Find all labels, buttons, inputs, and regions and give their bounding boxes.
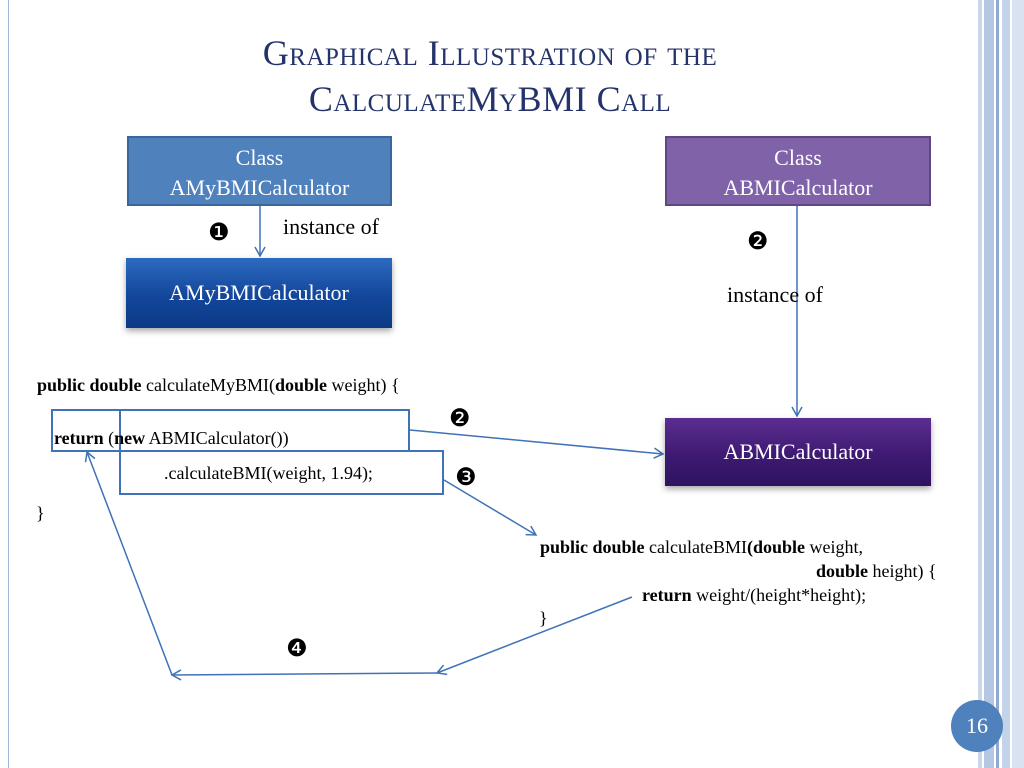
instance-abmicalculator-box: ABMICalculator <box>665 418 931 486</box>
code-text: calculateBMI <box>644 537 748 557</box>
code-text: calculateMyBMI( <box>141 375 275 395</box>
instance-of-label-left: instance of <box>283 214 379 239</box>
code-keyword: double <box>275 375 328 395</box>
code-text: ( <box>103 428 115 448</box>
code-keyword: return <box>54 428 104 448</box>
instance-of-label-right: instance of <box>727 282 823 307</box>
class-amy-line2: AMyBMICalculator <box>169 175 350 200</box>
class-abmi-line1: Class <box>774 145 822 170</box>
arrow-call-calculatebmi <box>443 479 538 536</box>
code-return-formula: return weight/(height*height); <box>642 584 866 606</box>
code-calculatebmi-call: .calculateBMI(weight, 1.94); <box>164 463 373 483</box>
code-text: height) { <box>868 561 937 581</box>
code-text: weight, <box>805 537 864 557</box>
call-highlight-box <box>119 450 444 495</box>
step-marker-3: ❸ <box>455 463 477 491</box>
code-text: ABMICalculator()) <box>145 428 289 448</box>
step-marker-1: ❶ <box>208 218 230 246</box>
code-height-param: double height) { <box>816 560 937 582</box>
class-amybmicalculator-box: Class AMyBMICalculator <box>127 136 392 206</box>
class-amy-line1: Class <box>235 145 284 170</box>
code-keyword: public double <box>540 537 645 557</box>
class-abmicalculator-box: Class ABMICalculator <box>665 136 931 206</box>
code-calculatebmi-signature: public double calculateBMI(double weight… <box>540 536 863 558</box>
code-return-line: return (new ABMICalculator()) <box>54 427 289 449</box>
arrow-return-back <box>435 596 633 676</box>
page-number-badge: 16 <box>951 700 1003 752</box>
code-keyword: return <box>642 585 692 605</box>
title-line-2: CalculateMyBMI Call <box>308 79 672 119</box>
code-keyword: new <box>114 428 146 448</box>
code-text: weight/(height*height); <box>691 585 867 605</box>
step-marker-2-mid: ❷ <box>449 404 471 432</box>
code-calculatemybmi-signature: public double calculateMyBMI(double weig… <box>37 374 400 396</box>
arrow-new-instance <box>409 429 665 459</box>
code-keyword: double <box>816 561 869 581</box>
code-keyword: (double <box>747 537 806 557</box>
class-abmi-line2: ABMICalculator <box>723 175 873 200</box>
step-marker-2-top: ❷ <box>747 227 769 255</box>
slide-title: Graphical Illustration of the CalculateM… <box>120 30 860 122</box>
arrow-return-bottom <box>170 669 438 681</box>
right-decorative-stripes <box>978 0 1024 768</box>
instance-amybmicalculator-box: AMyBMICalculator <box>126 258 392 328</box>
code-text: weight) { <box>327 375 400 395</box>
title-line-1: Graphical Illustration of the <box>262 33 718 73</box>
code-close-brace-right: } <box>539 608 548 628</box>
step-marker-4: ❹ <box>286 634 308 662</box>
arrow-return-up <box>84 450 173 676</box>
code-keyword: public double <box>37 375 142 395</box>
code-close-brace-left: } <box>36 503 45 523</box>
left-frame-line <box>8 0 9 768</box>
